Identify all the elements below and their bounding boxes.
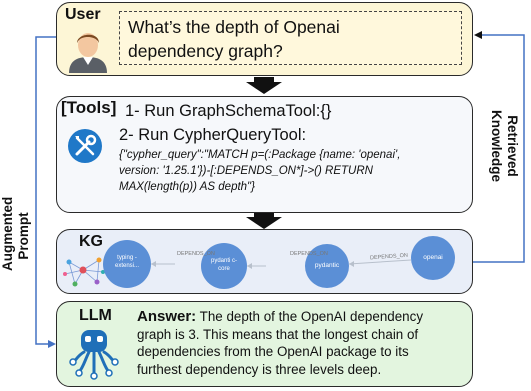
user-avatar-icon — [69, 33, 107, 73]
arrow-user-to-tools-stem — [254, 77, 274, 83]
kg-title: KG — [79, 233, 103, 250]
kg-node-pydantic-core — [201, 243, 247, 289]
retrieved-label-line2: Knowledge — [489, 109, 504, 182]
wrench-screwdriver-icon — [68, 129, 102, 163]
robot-octopus-icon — [69, 330, 119, 380]
tool-step-2: 2- Run CypherQueryTool: — [119, 126, 307, 144]
augmented-label-line2: Prompt — [16, 212, 31, 260]
kg-edge-label-2: DEPENDS_ON — [290, 251, 328, 257]
user-question-box: What’s the depth of Openai dependency gr… — [119, 11, 462, 65]
kg-node-openai — [411, 236, 455, 280]
answer-label: Answer: — [137, 308, 197, 325]
kg-node-label-openai: openai — [423, 254, 443, 261]
tools-title: [Tools] — [61, 98, 117, 117]
tool-step-1: 1- Run GraphSchemaTool:{} — [125, 102, 332, 120]
kg-edge-label-1: DEPENDS_ON — [177, 251, 215, 257]
augmented-prompt-line — [35, 36, 56, 345]
tools-panel: [Tools] 1- Run GraphSchemaTool:{} 2- Run… — [56, 96, 473, 213]
user-title: User — [65, 6, 101, 23]
kg-node-label-pydantic: pydantic — [314, 262, 340, 269]
kg-node-label-pydantic-core: pydanti c-core — [210, 258, 237, 272]
arrow-user-to-tools — [246, 82, 282, 94]
answer-line3: dependencies from the OpenAI package to … — [137, 344, 409, 359]
augmented-label-line1: Augmented — [0, 196, 15, 271]
cypher-query: {"cypher_query":"MATCH p=(:Package {name… — [119, 147, 469, 195]
llm-title: LLM — [79, 307, 112, 324]
user-panel: User What’s the depth of Openai dependen… — [56, 2, 473, 76]
answer-line1-text: The depth of the OpenAI dependency — [196, 309, 424, 324]
retrieved-label-line1: Retrieved — [505, 115, 520, 177]
augmented-prompt-arrowhead — [48, 340, 56, 348]
augmented-prompt-label: Augmented Prompt — [0, 196, 32, 271]
question-line2: dependency graph? — [128, 41, 283, 61]
kg-node-label-typing-extensions: typing -extensi... — [114, 255, 139, 269]
kg-edge-3-arrowhead — [349, 261, 354, 267]
arrow-tools-to-kg — [246, 217, 282, 229]
kg-node-pydantic — [305, 244, 349, 288]
kg-graph — [103, 236, 455, 289]
question-line1: What’s the depth of Openai — [128, 17, 340, 37]
kg-edge-3 — [348, 259, 412, 265]
llm-panel: LLM Answer: The depth of the OpenAI depe… — [56, 301, 473, 387]
llm-answer: Answer: The depth of the OpenAI dependen… — [137, 308, 472, 378]
arrow-tools-to-kg-stem — [254, 213, 274, 219]
query-line2: version: '1.25.1'})-[:DEPENDS_ON*]->() R… — [119, 165, 373, 177]
retrieved-knowledge-arrowhead — [474, 31, 482, 39]
kg-panel: KG DEPENDS_ON DEPENDS_ON DEPENDS_ON typi… — [56, 229, 473, 294]
retrieved-knowledge-label: Retrieved Knowledge — [488, 101, 520, 191]
query-line1: {"cypher_query":"MATCH p=(:Package {name… — [119, 149, 401, 161]
network-graph-icon — [63, 257, 105, 287]
answer-line4: furthest dependency is three levels deep… — [137, 361, 382, 377]
answer-line1: Answer: The depth of the OpenAI dependen… — [137, 308, 472, 326]
kg-edge-1-arrowhead — [151, 261, 156, 267]
retrieved-knowledge-line — [473, 34, 525, 263]
kg-node-typing-extensions — [103, 240, 151, 288]
kg-edge-2-arrowhead — [247, 263, 252, 269]
answer-line2: graph is 3. This means that the longest … — [137, 326, 419, 342]
query-line3: MAX(length(p)) AS depth"} — [119, 181, 255, 193]
